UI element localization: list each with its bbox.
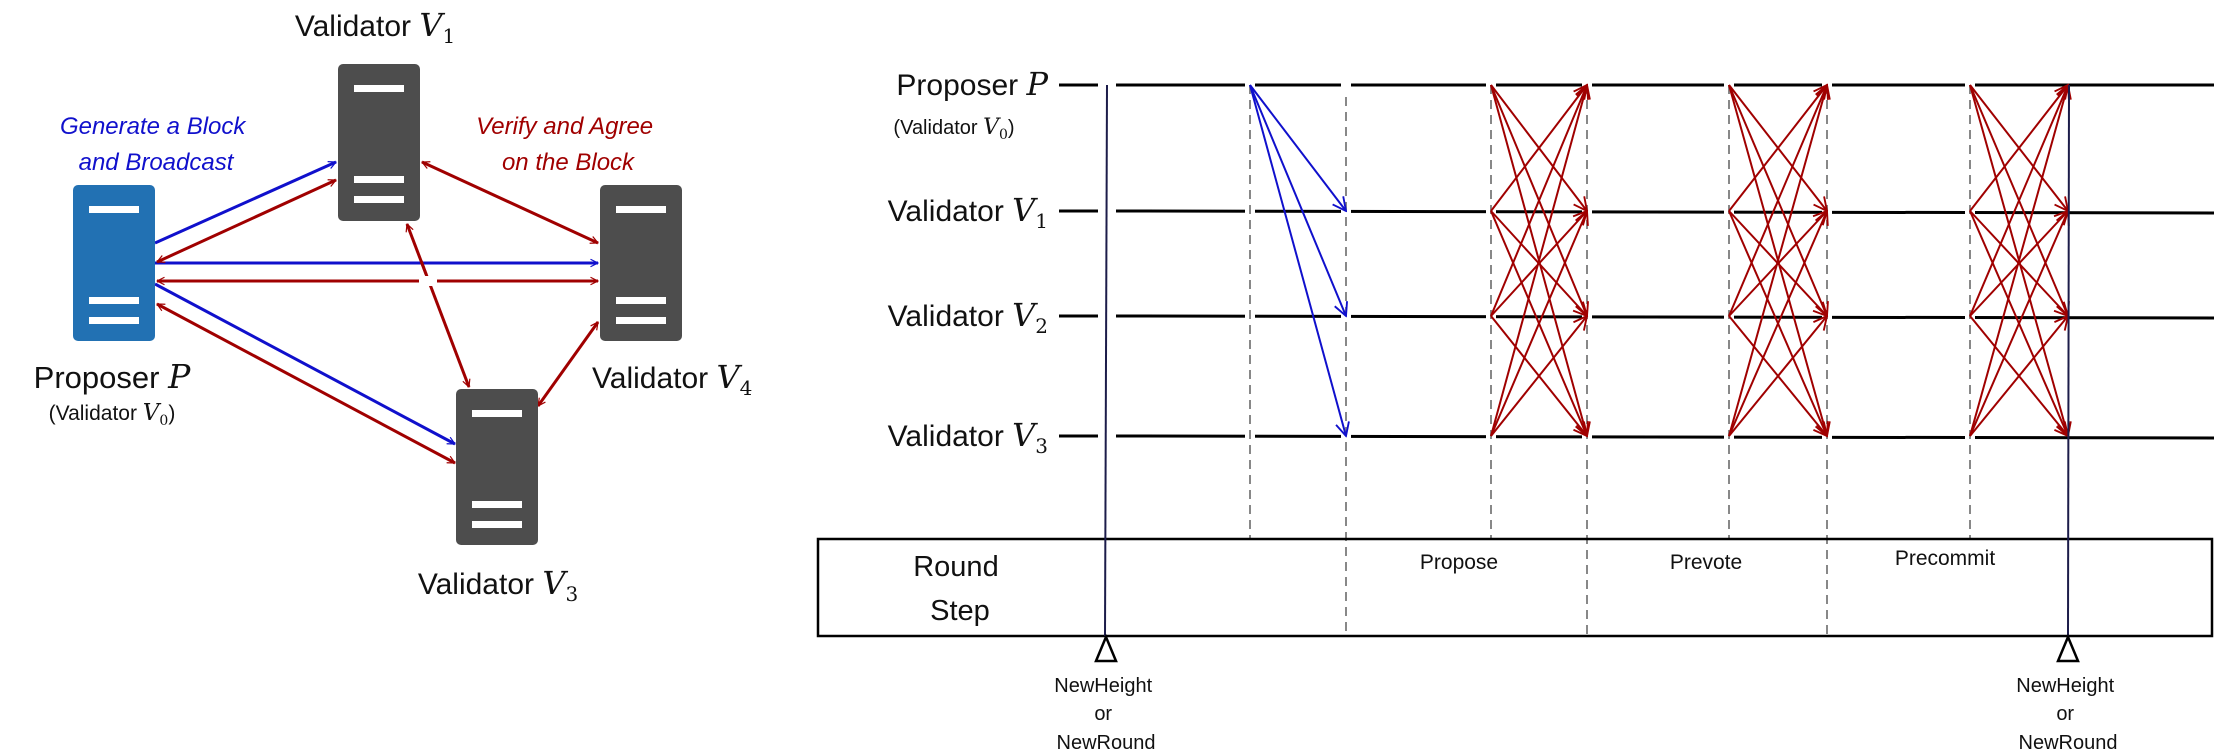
triangle-marker-icon [1094,633,1118,663]
validator-1-server-icon [338,64,420,221]
round-step-label: Round Step [913,551,1007,627]
vote-arrow [1969,85,2068,437]
marker-label: NewHeight or NewRound [2016,675,2119,754]
validator-1-label: Validator V1 [295,6,455,48]
vote-arrow [1728,85,1827,437]
step-label-prevote: Prevote [1670,551,1742,574]
vote-arrow [1490,85,1587,212]
proposal-arrow [1249,84,1346,316]
line-gap [1341,82,1351,90]
marker-label: NewHeight or NewRound [1054,675,1157,754]
row-label-validator-2: Validator V2 [888,296,1048,338]
agree-caption: Verify and Agree on the Block [476,113,660,176]
vote-arrow [1490,211,1587,437]
timeline-row-line [1115,434,2214,440]
vote-arrow [1969,85,2068,317]
round-timeline: Proposer P (Validator V0) Validator V1 V… [816,65,2214,754]
vote-arrow [1490,85,1587,437]
vote-arrow [1490,316,1587,437]
row-label-validator-1: Validator V1 [888,191,1048,233]
message-arrows [1249,84,2068,437]
timeline-row-line [1115,209,2214,215]
timeline-row-line [1115,314,2214,320]
triangle-marker-icon [2056,633,2080,663]
validator-3-label: Validator V3 [418,564,578,606]
agree-arrow-p-v1 [157,178,336,264]
vote-arrow [1728,211,1827,437]
vote-arrow [1728,85,1827,212]
step-boundaries [1245,82,1975,636]
proposer-server-icon [73,185,155,341]
vote-arrow [1490,85,1587,317]
new-round-marker-start: NewHeight or NewRound [1054,633,1157,754]
vote-arrow [1969,316,2068,437]
vote-arrow [1728,85,1827,317]
crossing-gap [419,276,437,286]
network-arrows [154,160,600,465]
new-round-marker-end: NewHeight or NewRound [2016,633,2119,754]
broadcast-arrow-to-v3 [154,282,455,446]
proposer-alias-label: (Validator V0) [49,400,176,429]
proposal-arrow [1249,84,1346,436]
validator-timelines [1059,83,2214,440]
vote-arrow [1969,211,2068,437]
broadcast-caption: Generate a Block and Broadcast [60,113,252,176]
agree-arrow-v4-v3 [536,322,600,406]
vote-arrow [1728,316,1827,437]
agree-arrow-p-v3 [157,302,455,465]
proposer-label: Proposer P [34,357,191,396]
row-label-validator-3: Validator V3 [888,416,1048,458]
agree-arrow-v1-v4 [422,160,598,245]
round-step-box [816,537,2214,638]
step-label-precommit: Precommit [1895,547,1996,570]
proposal-arrow [1249,84,1346,211]
step-label-propose: Propose [1420,551,1498,574]
validator-4-server-icon [600,185,682,341]
row-label-proposer: Proposer P [896,65,1048,103]
row-label-proposer-alias: (Validator V0) [893,115,1014,143]
validator-4-label: Validator V4 [592,358,752,400]
validator-3-server-icon [456,389,538,545]
round-start-line [1104,84,1108,637]
network-diagram: Validator V1 Validator V4 Validator V3 P… [34,6,753,606]
agree-arrow-v1-v3 [407,224,469,387]
vote-arrow [1969,85,2068,212]
round-end-line [2067,84,2070,637]
